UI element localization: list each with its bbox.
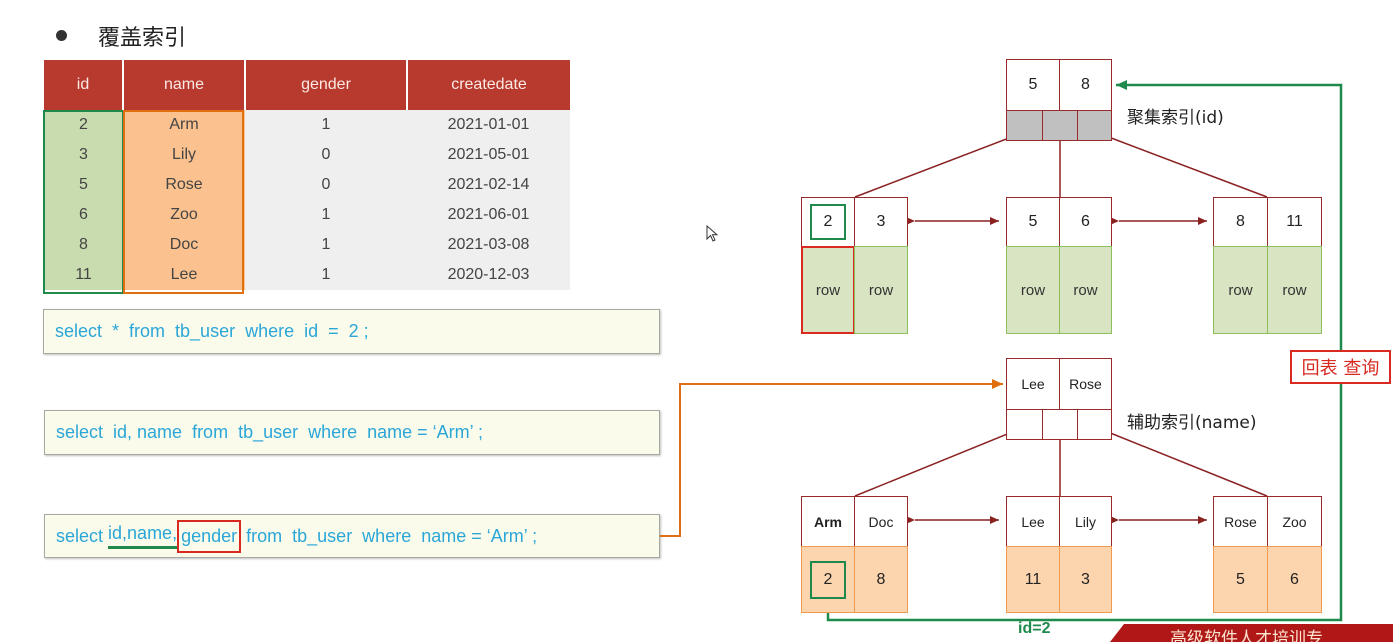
sql3-id-name: id,name, [108,523,178,549]
clustered-leaf-row: row [1059,246,1112,334]
secondary-root-key-1: Lee [1006,358,1060,410]
cell-createdate: 2021-01-01 [407,110,570,140]
secondary-leaf-key: Zoo [1267,496,1322,547]
cell-createdate: 2021-03-08 [407,230,570,260]
sql-query-3: select id,name,gender from tb_user where… [44,514,660,558]
table-row: 5 Rose 0 2021-02-14 [44,170,570,200]
header-id: id [44,60,124,110]
cell-id: 11 [44,260,123,290]
mouse-cursor-icon [706,225,719,242]
clustered-leaf-key: 6 [1059,197,1112,247]
cell-gender: 1 [245,200,407,230]
clustered-root-pointer [1042,110,1078,141]
clustered-leaf-row: row [1006,246,1060,334]
secondary-leaf-key: Doc [854,496,908,547]
cell-gender: 0 [245,170,407,200]
cell-id: 2 [44,110,123,140]
cell-gender: 1 [245,110,407,140]
clustered-leaf-row: row [854,246,908,334]
table-row: 6 Zoo 1 2021-06-01 [44,200,570,230]
secondary-root-pointer [1077,409,1112,440]
cell-gender: 1 [245,260,407,290]
title-bullet [56,30,67,41]
clustered-leaf-key: 8 [1213,197,1268,247]
secondary-root-pointer [1006,409,1043,440]
table-row: 2 Arm 1 2021-01-01 [44,110,570,140]
secondary-root-key-2: Rose [1059,358,1112,410]
cell-name: Rose [123,170,245,200]
name-column-highlight [123,110,244,294]
user-table: id name gender createdate 2 Arm 1 2021-0… [44,60,570,290]
cell-id: 3 [44,140,123,170]
clustered-leaf-key: 5 [1006,197,1060,247]
clustered-leaf-key-highlight: 2 [810,204,846,240]
table-row: 8 Doc 1 2021-03-08 [44,230,570,260]
header-gender: gender [245,60,408,110]
clustered-leaf-row: row [1267,246,1322,334]
secondary-leaf-key: Arm [801,496,855,547]
sql3-prefix: select [56,525,109,546]
cell-name: Zoo [123,200,245,230]
cell-createdate: 2021-05-01 [407,140,570,170]
table-row: 3 Lily 0 2021-05-01 [44,140,570,170]
clustered-leaf-key: 11 [1267,197,1322,247]
clustered-leaf-key: 2 [801,197,855,247]
cell-id: 5 [44,170,123,200]
clustered-root-pointer [1077,110,1112,141]
clustered-leaf-row-highlight: row [801,246,855,334]
cell-createdate: 2020-12-03 [407,260,570,290]
secondary-root-pointer [1042,409,1078,440]
sql-query-1: select * from tb_user where id = 2 ; [43,309,660,354]
clustered-root-pointer [1006,110,1043,141]
cell-name: Lee [123,260,245,290]
clustered-index-label: 聚集索引(id) [1127,108,1224,128]
sql3-gender: gender [177,519,242,553]
clustered-root-key-1: 5 [1006,59,1060,111]
clustered-leaf-key: 3 [854,197,908,247]
sql-query-2: select id, name from tb_user where name … [44,410,660,455]
cell-name: Arm [123,110,245,140]
cell-createdate: 2021-06-01 [407,200,570,230]
secondary-leaf-id-highlight: 2 [810,560,846,599]
secondary-leaf-key: Lee [1006,496,1060,547]
sql3-suffix: from tb_user where name = ‘Arm’ ; [241,525,538,546]
secondary-leaf-id: 8 [854,546,908,613]
secondary-leaf-key: Lily [1059,496,1112,547]
table-header-row: id name gender createdate [44,60,570,110]
table-lookup-label: 回表 查询 [1290,350,1391,384]
table-row: 11 Lee 1 2020-12-03 [44,260,570,290]
page-title: 覆盖索引 [98,26,187,51]
clustered-leaf-row: row [1213,246,1268,334]
id-equals-label: id=2 [1018,620,1051,637]
clustered-root-key-2: 8 [1059,59,1112,111]
secondary-leaf-id: 3 [1059,546,1112,613]
secondary-leaf-id: 2 [801,546,855,613]
secondary-leaf-key: Rose [1213,496,1268,547]
header-name: name [123,60,246,110]
cell-id: 6 [44,200,123,230]
secondary-index-label: 辅助索引(name) [1127,413,1257,433]
cell-name: Lily [123,140,245,170]
cell-name: Doc [123,230,245,260]
secondary-leaf-id: 5 [1213,546,1268,613]
cell-gender: 1 [245,230,407,260]
cell-gender: 0 [245,140,407,170]
cell-createdate: 2021-02-14 [407,170,570,200]
secondary-leaf-id: 6 [1267,546,1322,613]
cell-id: 8 [44,230,123,260]
secondary-leaf-id: 11 [1006,546,1060,613]
header-createdate: createdate [407,60,570,110]
footer-banner: 高级软件人才培训专 [1110,624,1393,642]
